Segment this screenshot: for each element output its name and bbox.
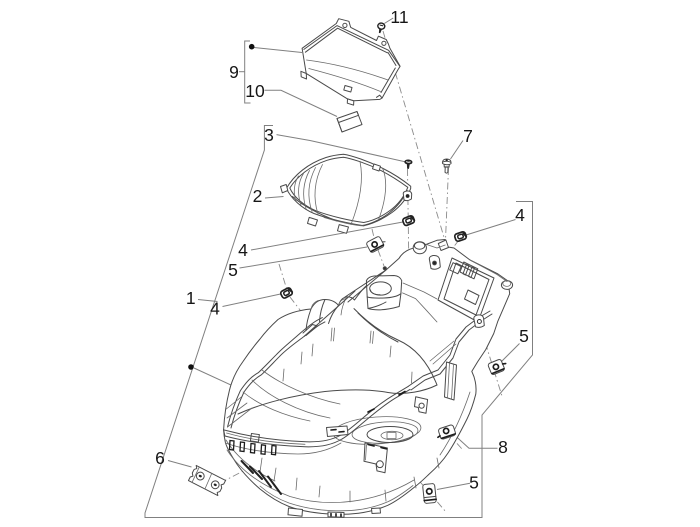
svg-text:4: 4 <box>238 240 248 260</box>
svg-text:5: 5 <box>469 473 479 493</box>
svg-text:8: 8 <box>498 437 508 457</box>
svg-text:4: 4 <box>515 205 525 225</box>
svg-text:3: 3 <box>264 125 274 145</box>
svg-text:10: 10 <box>245 81 265 101</box>
svg-text:7: 7 <box>463 126 473 146</box>
svg-text:5: 5 <box>519 326 529 346</box>
svg-text:4: 4 <box>210 299 220 319</box>
svg-text:2: 2 <box>253 186 263 206</box>
svg-text:5: 5 <box>228 260 238 280</box>
svg-text:1: 1 <box>186 288 196 308</box>
svg-text:6: 6 <box>155 448 165 468</box>
svg-text:9: 9 <box>229 62 239 82</box>
svg-text:11: 11 <box>390 7 408 27</box>
